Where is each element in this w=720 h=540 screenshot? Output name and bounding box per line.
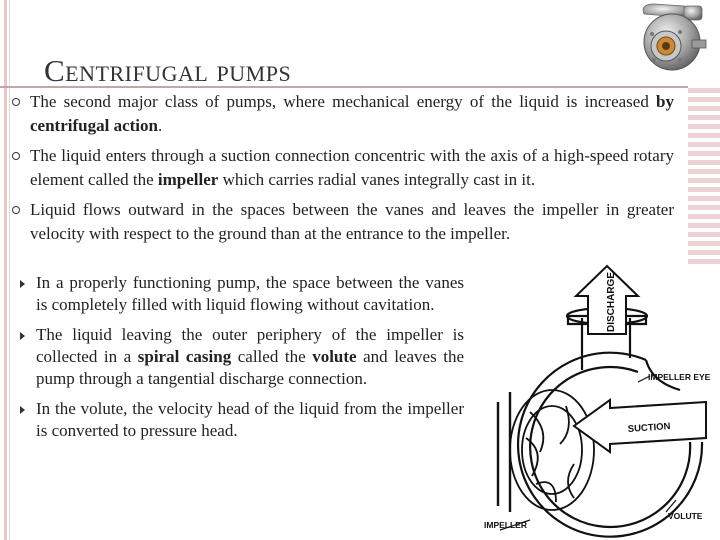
- arrow-bullet-icon: [20, 280, 25, 288]
- bullet-item: The second major class of pumps, where m…: [12, 90, 674, 138]
- sub-bullet-item: In the volute, the velocity head of the …: [18, 398, 464, 442]
- bullet-text: Liquid flows outward in the spaces betwe…: [30, 200, 674, 243]
- sub-bullet-item: The liquid leaving the outer periphery o…: [18, 324, 464, 390]
- bullet-item: The liquid enters through a suction conn…: [12, 144, 674, 192]
- arrow-bullet-icon: [20, 406, 25, 414]
- bullet-item: Liquid flows outward in the spaces betwe…: [12, 198, 674, 246]
- circle-bullet-icon: [12, 206, 20, 214]
- impeller: [496, 389, 595, 512]
- sub-bullet-text: In a properly functioning pump, the spac…: [36, 273, 464, 314]
- impeller-label: IMPELLER: [484, 520, 527, 530]
- volute-label: VOLUTE: [668, 511, 703, 521]
- suction-label: SUCTION: [627, 421, 671, 435]
- discharge-arrow: [573, 264, 641, 335]
- left-border-line-thin: [9, 0, 10, 540]
- pump-cutaway-diagram: DISCHARGE IMPELLER EYE SUCTION IMPELLER …: [484, 264, 711, 538]
- suction-arrow: [572, 398, 707, 454]
- bullet-text: The second major class of pumps, where m…: [30, 92, 674, 135]
- bullet-text: The liquid enters through a suction conn…: [30, 146, 674, 189]
- impeller-eye-label: IMPELLER EYE: [648, 372, 711, 382]
- leader-lines: [499, 375, 677, 531]
- title-underline: [0, 86, 688, 88]
- pump-photo-icon: [642, 3, 707, 71]
- sub-bullet-list: In a properly functioning pump, the spac…: [18, 272, 464, 450]
- discharge-label: DISCHARGE: [606, 272, 617, 332]
- right-stripe-decoration: [688, 88, 720, 268]
- main-bullet-list: The second major class of pumps, where m…: [12, 90, 674, 246]
- slide-title: Centrifugal pumps: [44, 53, 292, 88]
- left-border-line: [4, 0, 7, 540]
- circle-bullet-icon: [12, 98, 20, 106]
- arrow-bullet-icon: [20, 332, 25, 340]
- sub-bullet-text: In the volute, the velocity head of the …: [36, 399, 464, 440]
- sub-bullet-item: In a properly functioning pump, the spac…: [18, 272, 464, 316]
- sub-bullet-text: The liquid leaving the outer periphery o…: [36, 325, 464, 388]
- circle-bullet-icon: [12, 152, 20, 160]
